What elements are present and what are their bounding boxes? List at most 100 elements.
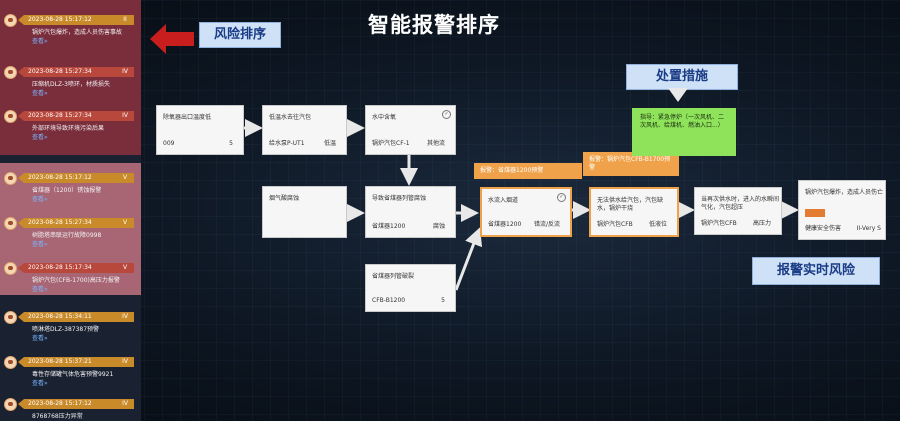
node-right-label: 其他流 <box>426 140 445 147</box>
node-title: 省煤器列管破裂 <box>372 273 415 280</box>
avatar-icon <box>4 110 17 123</box>
alert-level: V <box>116 263 134 273</box>
node-drum-explosion[interactable]: 锅炉汽包爆炸，造成人员伤亡 健康安全伤害 II-Very S <box>798 180 886 240</box>
alert-time: 2023-08-28 15:37:21 <box>18 357 124 367</box>
alert-level: IV <box>116 111 134 121</box>
alert-header: 2023-08-28 15:37:21 IV <box>4 356 138 369</box>
avatar-icon <box>4 398 17 411</box>
alert-time: 2023-08-28 15:27:34 <box>18 67 124 77</box>
alert-header: 2023-08-28 15:17:34 V <box>4 262 138 275</box>
alarm-badge-drum[interactable]: 报警：锅炉汽包CFB-B1700预警 <box>583 152 679 176</box>
alert-text: 外部环境导致环境污染后果 <box>32 125 105 132</box>
alert-header: 2023-08-28 15:17:12 II <box>4 14 138 27</box>
alert-text: 喷淋塔DLZ-387387预警 <box>32 326 100 333</box>
node-dry-burning[interactable]: 无法供水给汽包，汽包缺水，锅炉干烧 锅炉汽包CFB 低液位 <box>589 187 679 237</box>
node-title: 水流入烟道 <box>488 197 519 204</box>
alert-level: II <box>116 15 134 25</box>
node-economizer-corrosion[interactable]: 导致省煤器列管腐蚀 省煤器1200 腐蚀 <box>365 186 456 238</box>
alert-level: V <box>116 218 134 228</box>
alert-more-link[interactable]: 查看» <box>32 38 48 45</box>
avatar-icon <box>4 66 17 79</box>
node-right-label: 低液位 <box>648 221 667 228</box>
node-left-label: 锅炉汽包CF-1 <box>372 140 410 147</box>
callout-measures: 处置措施 <box>626 64 738 90</box>
node-left-label: 009 <box>163 140 175 147</box>
avatar-icon <box>4 14 17 27</box>
node-left-label: 锅炉汽包CFB <box>701 220 737 227</box>
alert-time: 2023-08-28 15:17:12 <box>18 173 124 183</box>
alert-more-link[interactable]: 查看» <box>32 335 48 342</box>
node-left-label: 给水泵P-UT1 <box>269 140 305 147</box>
node-right-label: 低温 <box>323 140 336 147</box>
alert-time: 2023-08-28 15:27:34 <box>18 218 124 228</box>
node-title: 水中含氧 <box>372 114 397 121</box>
node-title: 锅炉汽包爆炸，造成人员伤亡 <box>805 189 884 196</box>
node-right-label: II-Very S <box>856 225 881 232</box>
node-right-label: 高压力 <box>752 220 771 227</box>
measure-box[interactable]: 指导：紧急停炉（一次风机、二次风机、给煤机、燃油入口...） <box>632 108 736 156</box>
alert-header: 2023-08-28 15:34:11 IV <box>4 311 138 324</box>
avatar-icon <box>4 356 17 369</box>
node-superpressure[interactable]: 当再次供水时，进入的水瞬间气化，汽包超压 锅炉汽包CFB 高压力 <box>694 187 782 235</box>
alert-time: 2023-08-28 15:17:12 <box>18 15 124 25</box>
callout-risk-sort: 风险排序 <box>199 22 281 48</box>
node-right-label: 5 <box>441 297 445 304</box>
alarm-badge-economizer[interactable]: 报警：省煤器1200预警 <box>474 163 582 179</box>
avatar-icon <box>4 217 17 230</box>
alert-text: 毒性存储罐气体危害预警9921 <box>32 371 114 378</box>
avatar-icon <box>4 172 17 185</box>
alert-level: IV <box>116 399 134 409</box>
node-left-label: 锅炉汽包CFB <box>597 221 633 228</box>
alert-time: 2023-08-28 15:17:12 <box>18 399 124 409</box>
node-right-label: 腐蚀 <box>432 223 445 230</box>
node-left-label: 省煤器1200 <box>372 223 406 230</box>
red-arrow-icon <box>150 24 194 54</box>
node-title: 无法供水给汽包，汽包缺水，锅炉干烧 <box>597 197 664 212</box>
alert-text: 锅炉汽包爆炸，造成人员伤害事故 <box>32 29 123 36</box>
callout-realtime-risk: 报警实时风险 <box>752 257 880 285</box>
node-oxygen[interactable]: ✓ 水中含氧 锅炉汽包CF-1 其他流 <box>365 105 456 155</box>
measure-arrow-icon <box>668 88 688 102</box>
alert-time: 2023-08-28 15:27:34 <box>18 111 124 121</box>
node-flue-acid[interactable]: 烟气酸腐蚀 <box>262 186 347 238</box>
risk-indicator <box>805 209 825 217</box>
node-title: 除氧器出口温度低 <box>163 114 212 121</box>
alert-text: 8768768压力异常 <box>32 413 83 420</box>
alert-group-mid <box>0 163 141 295</box>
node-right-label: 错流/反流 <box>533 221 560 228</box>
alert-text: 压缩机DLZ-3喷环，材质损失 <box>32 81 110 88</box>
alert-more-link[interactable]: 查看» <box>32 286 48 293</box>
check-icon: ✓ <box>557 193 566 202</box>
alert-more-link[interactable]: 查看» <box>32 380 48 387</box>
alert-level: V <box>116 173 134 183</box>
alert-more-link[interactable]: 查看» <box>32 196 48 203</box>
alert-level: IV <box>116 357 134 367</box>
alert-more-link[interactable]: 查看» <box>32 241 48 248</box>
alert-header: 2023-08-28 15:17:12 IV <box>4 398 138 411</box>
node-left-label: 省煤器1200 <box>488 221 522 228</box>
alert-time: 2023-08-28 15:34:11 <box>18 312 124 322</box>
alert-time: 2023-08-28 15:17:34 <box>18 263 124 273</box>
alert-header: 2023-08-28 15:27:34 V <box>4 217 138 230</box>
connector-lines <box>244 119 799 291</box>
node-tube-rupture[interactable]: 省煤器列管破裂 CFB-B1200 5 <box>365 264 456 312</box>
alert-more-link[interactable]: 查看» <box>32 90 48 97</box>
node-title: 当再次供水时，进入的水瞬间气化，汽包超压 <box>701 196 780 211</box>
avatar-icon <box>4 311 17 324</box>
alert-text: 锅炉汽包(CFB-1700)高压力报警 <box>32 277 120 284</box>
node-title: 导致省煤器列管腐蚀 <box>372 195 427 202</box>
alert-more-link[interactable]: 查看» <box>32 134 48 141</box>
alert-header: 2023-08-28 15:27:34 IV <box>4 110 138 123</box>
avatar-icon <box>4 262 17 275</box>
node-left-label: 健康安全伤害 <box>805 225 842 232</box>
node-deaerator[interactable]: 除氧器出口温度低 009 5 <box>156 105 244 155</box>
alert-level: IV <box>116 312 134 322</box>
node-low-temp-water[interactable]: 低温水去往汽包 给水泵P-UT1 低温 <box>262 105 347 155</box>
alert-sidebar[interactable]: 2023-08-28 15:17:12 II 锅炉汽包爆炸，造成人员伤害事故 查… <box>0 0 141 421</box>
node-water-into-flue[interactable]: ✓ 水流入烟道 省煤器1200 错流/反流 <box>480 187 572 237</box>
alert-header: 2023-08-28 15:17:12 V <box>4 172 138 185</box>
alert-header: 2023-08-28 15:27:34 IV <box>4 66 138 79</box>
node-left-label: CFB-B1200 <box>372 297 406 304</box>
alert-level: IV <box>116 67 134 77</box>
